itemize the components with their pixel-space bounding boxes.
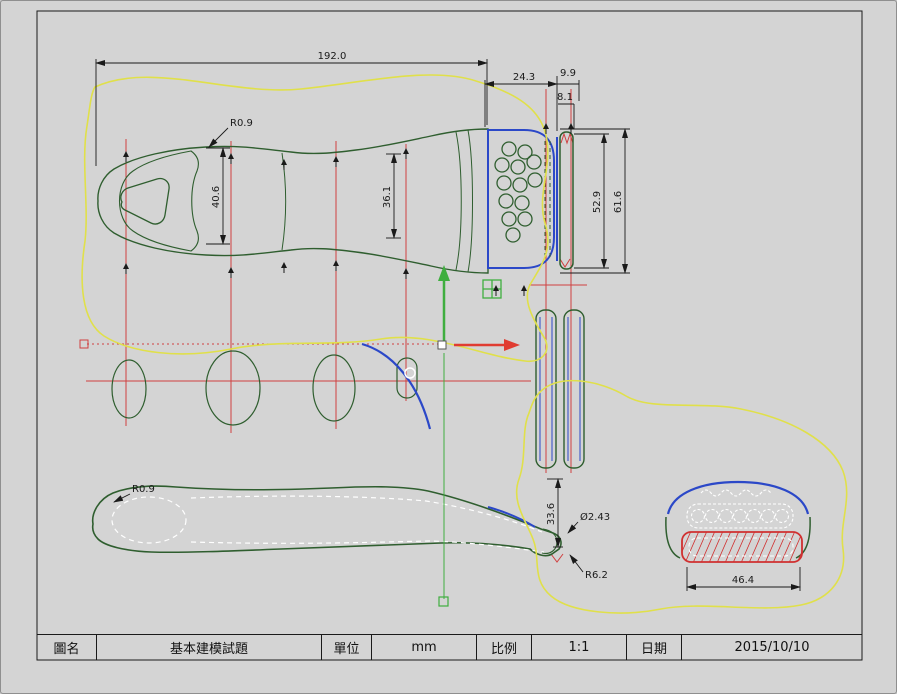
hidden-lines xyxy=(111,495,545,553)
axis-end-handle xyxy=(438,596,449,607)
dim-overall-length: 192.0 xyxy=(318,51,347,62)
titleblock-name-value: 基本建模試題 xyxy=(97,635,322,660)
dim-neck-height: 33.6 xyxy=(546,503,557,525)
titleblock-unit-label: 單位 xyxy=(322,635,372,660)
titleblock-scale-value: 1:1 xyxy=(532,635,627,660)
cartridge-strips[interactable] xyxy=(535,309,585,469)
dim-top-fillet: R0.9 xyxy=(230,118,253,129)
dim-waist-width: 36.1 xyxy=(382,186,393,208)
tip-triangle xyxy=(120,177,170,225)
guide-blue-arc[interactable] xyxy=(361,342,432,430)
dim-head-inner-height: 52.9 xyxy=(592,191,603,213)
hatch-top xyxy=(560,132,574,145)
dim-body-width: 40.6 xyxy=(211,186,222,208)
front-view[interactable] xyxy=(665,480,811,563)
dim-hole-diameter: Ø2.43 xyxy=(580,511,610,523)
dim-head-depth: 9.9 xyxy=(560,68,576,79)
dim-front-width: 46.4 xyxy=(732,575,754,586)
origin-handle xyxy=(437,340,447,350)
origin-gizmo[interactable] xyxy=(437,265,520,607)
head-side-strip xyxy=(559,131,574,270)
dimensions[interactable] xyxy=(95,59,801,591)
dim-head-inner-depth: 8.1 xyxy=(557,92,573,103)
dim-head-width: 24.3 xyxy=(513,72,535,83)
titleblock-unit-value: mm xyxy=(372,635,477,660)
head-holes xyxy=(494,141,543,243)
sketch-splines[interactable] xyxy=(81,74,848,614)
titleblock-name-label: 圖名 xyxy=(37,635,97,660)
hatch-bottom xyxy=(559,258,571,268)
head-blue-outline xyxy=(487,129,555,269)
sketch-plane-icon xyxy=(482,279,502,299)
head-view[interactable] xyxy=(487,129,574,270)
front-red-hatch xyxy=(682,532,802,562)
front-hidden-lines xyxy=(686,489,794,529)
title-block: 圖名 基本建模試題 單位 mm 比例 1:1 日期 2015/10/10 xyxy=(37,634,862,660)
side-view-outline xyxy=(91,485,562,557)
front-red-base xyxy=(681,531,803,563)
titleblock-date-label: 日期 xyxy=(627,635,682,660)
side-blue-segment xyxy=(487,506,536,528)
dimension-texts[interactable]: 192.0 24.3 9.9 8.1 R0.9 40.6 36.1 52.9 6… xyxy=(132,51,754,586)
sketch-spline-top xyxy=(81,74,549,363)
dim-side-fillet: R0.9 xyxy=(132,484,155,495)
snap-point-circle[interactable] xyxy=(404,367,416,379)
titleblock-date-value: 2015/10/10 xyxy=(734,640,810,655)
sketch-spline-bottom xyxy=(515,379,848,614)
red-anchor-handle xyxy=(79,339,89,349)
hatch-head xyxy=(550,553,564,563)
section-profiles[interactable] xyxy=(111,350,418,426)
titleblock-scale-label: 比例 xyxy=(477,635,532,660)
dim-bottom-fillet: R6.2 xyxy=(585,570,608,581)
dim-head-height: 61.6 xyxy=(613,191,624,213)
front-blue-cap xyxy=(666,480,810,515)
tip-inner-loop xyxy=(119,150,199,252)
